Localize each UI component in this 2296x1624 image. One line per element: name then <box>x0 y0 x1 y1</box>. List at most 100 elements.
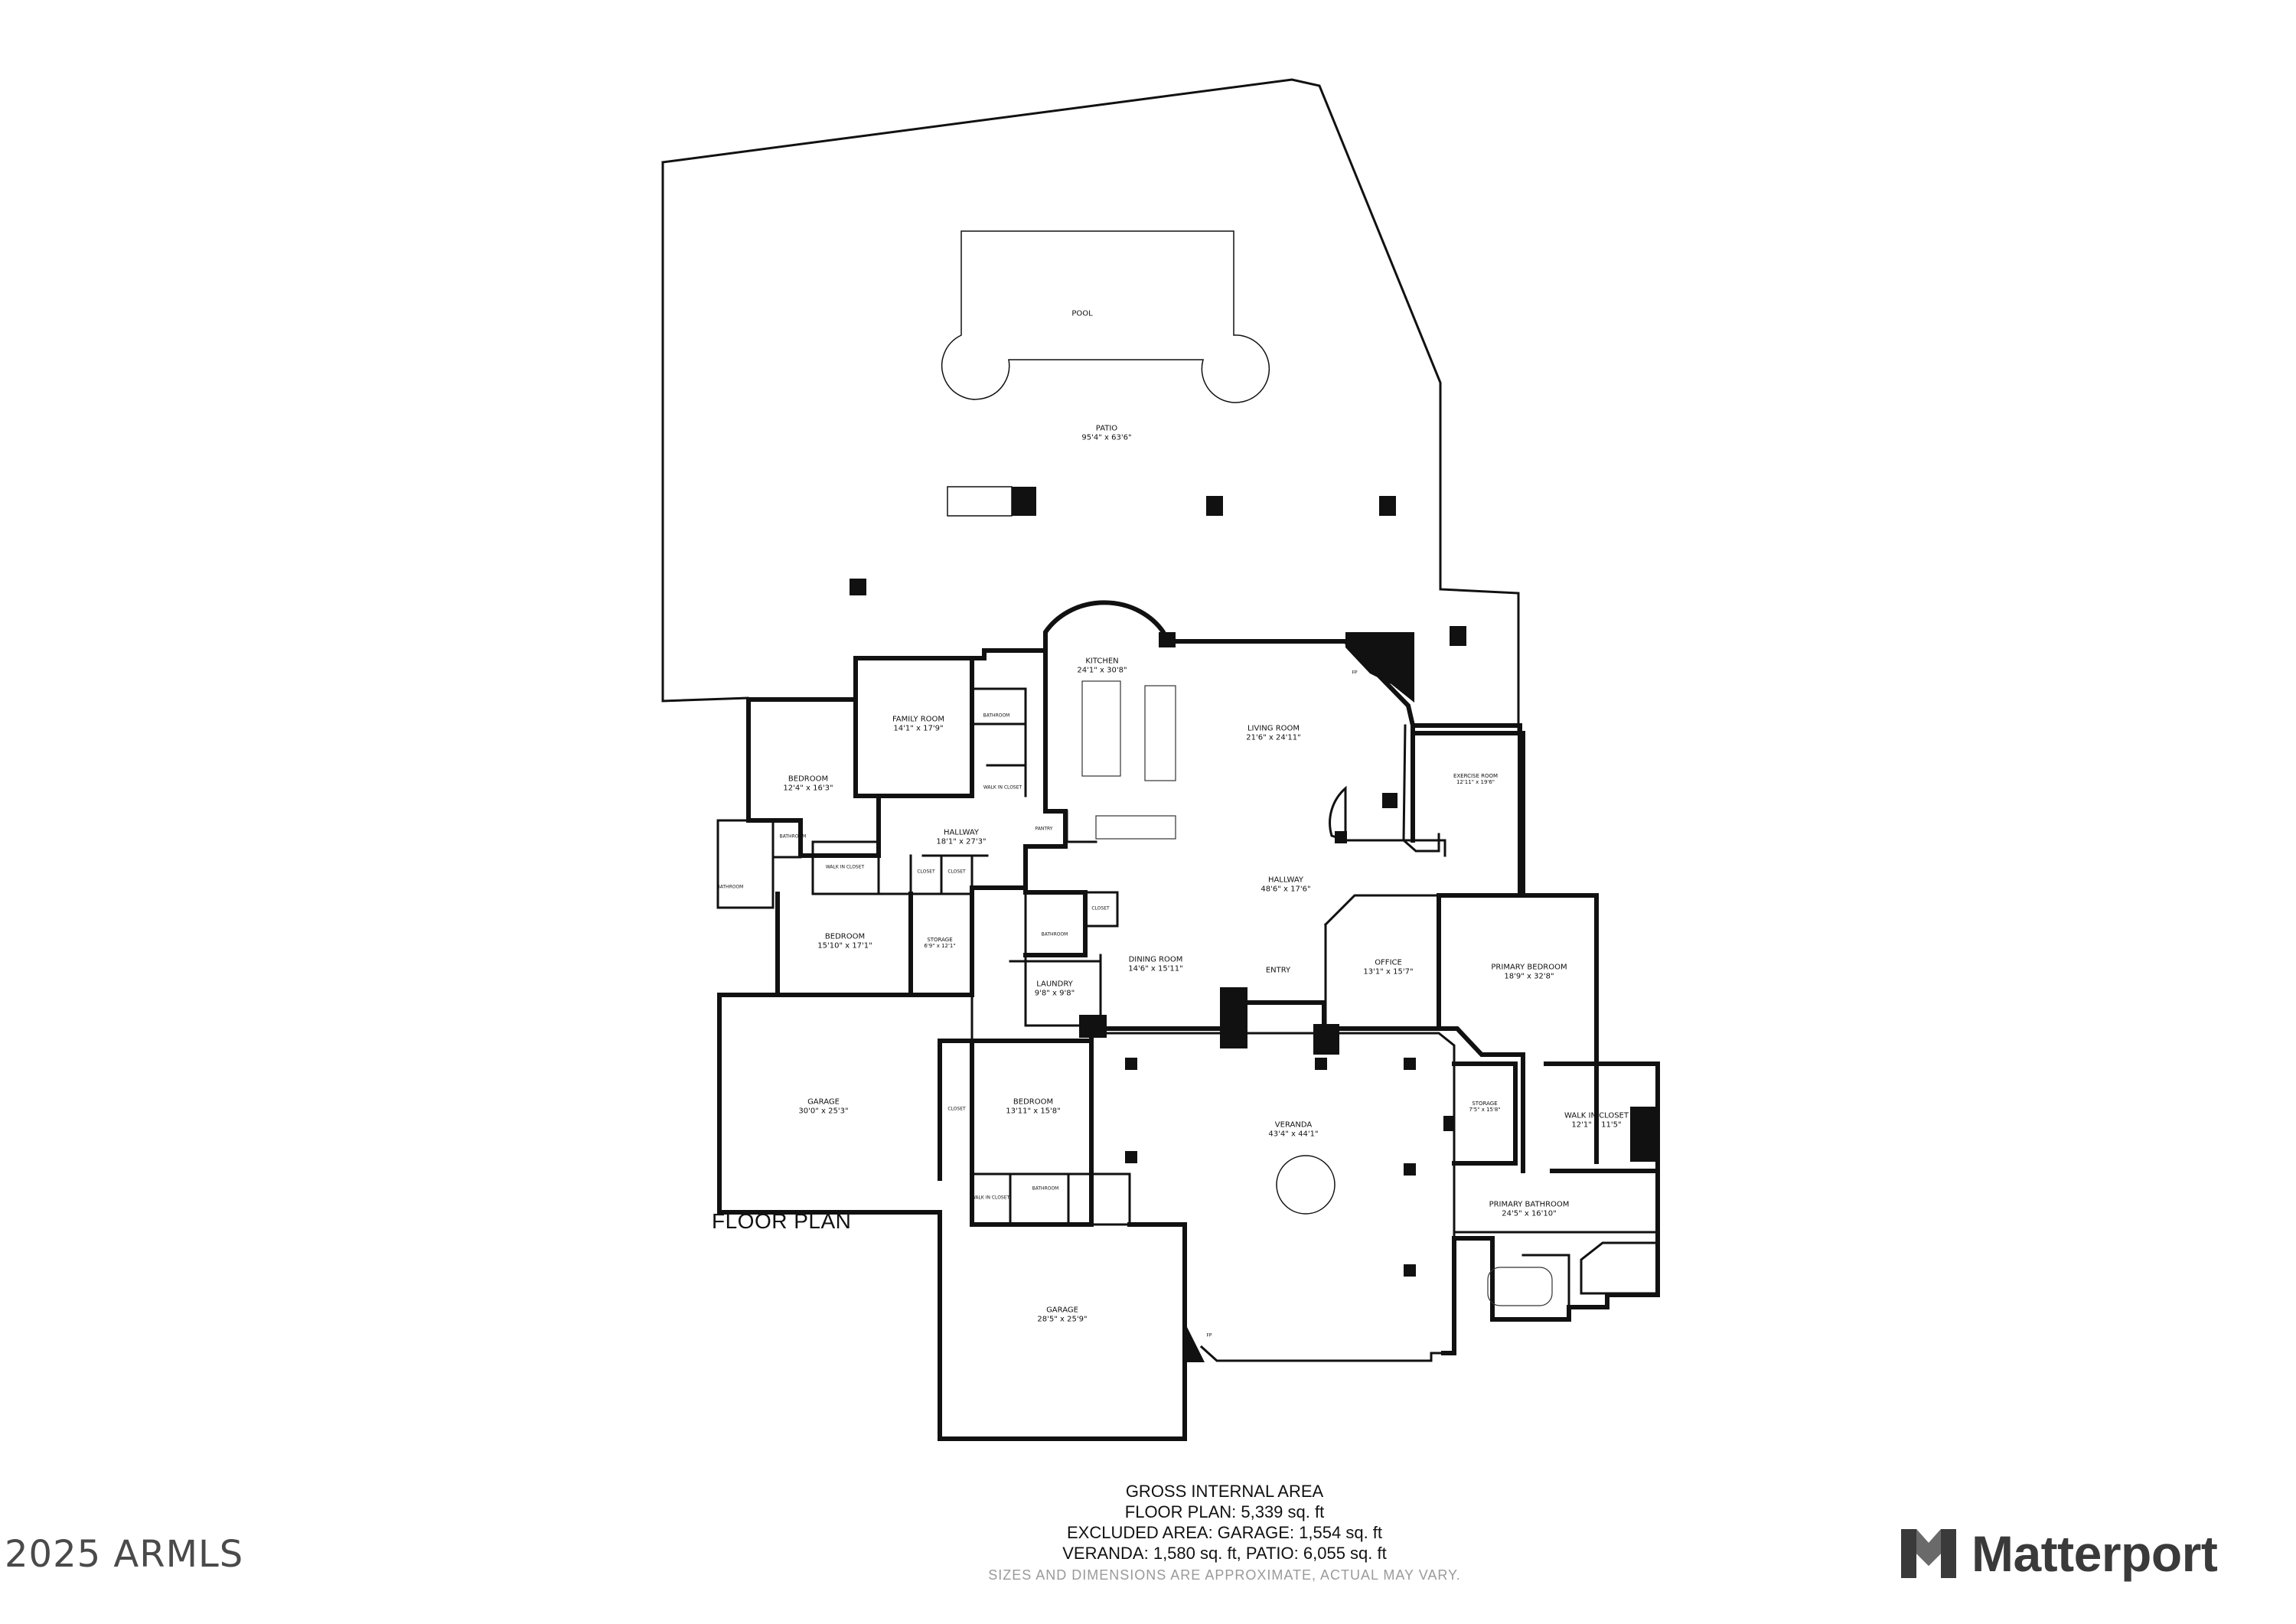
copyright-watermark: 2025 ARMLS <box>5 1533 244 1576</box>
patio-post <box>1206 496 1223 516</box>
small-label-bath-bed3: BATHROOM <box>1032 1185 1059 1192</box>
small-label-text: WALK IN CLOSET <box>970 1195 1010 1201</box>
small-label-closet-a: CLOSET <box>917 869 935 876</box>
small-label-text: BATHROOM <box>1041 931 1068 938</box>
kitchen-bay <box>1043 600 1166 660</box>
small-label-text: BATHROOM <box>779 833 807 840</box>
small-label-text: WALK IN CLOSET <box>983 784 1022 791</box>
room-name: EXERCISE ROOM <box>1453 772 1499 779</box>
room-name: PATIO <box>1095 424 1118 433</box>
room-dimensions: 14'1" x 17'9" <box>893 724 944 732</box>
gross-internal-area: GROSS INTERNAL AREA FLOOR PLAN: 5,339 sq… <box>765 1481 1684 1586</box>
small-label-text: FP <box>1206 1332 1212 1339</box>
matterport-wordmark: Matterport <box>1971 1525 2218 1582</box>
pool-outline <box>941 230 1270 403</box>
room-name: POOL <box>1071 309 1093 318</box>
matterport-brand: Matterport <box>1898 1523 2218 1584</box>
small-label-text: CLOSET <box>1091 905 1110 911</box>
room-dimensions: 12'11" x 19'6" <box>1456 779 1495 785</box>
room-dimensions: 43'4" x 44'1" <box>1268 1130 1319 1138</box>
room-dimensions: 24'5" x 16'10" <box>1502 1209 1557 1218</box>
small-label-text: FP <box>1352 670 1358 676</box>
kitchen-island-2 <box>1144 685 1176 781</box>
small-label-bath-bed1: BATHROOM <box>779 833 807 840</box>
patio-outline <box>661 78 1521 737</box>
room-name: STORAGE <box>1472 1100 1498 1107</box>
room-dimensions: 30'0" x 25'3" <box>798 1107 849 1115</box>
area-heading: GROSS INTERNAL AREA <box>1125 1482 1324 1501</box>
small-label-walkin-family: WALK IN CLOSET <box>983 784 1022 791</box>
room-name: PRIMARY BATHROOM <box>1489 1200 1570 1209</box>
room-name: WALK IN CLOSET <box>1564 1111 1629 1120</box>
room-name: BEDROOM <box>788 774 829 784</box>
small-label-text: BATHROOM <box>716 884 744 890</box>
room-name: DINING ROOM <box>1128 955 1183 964</box>
small-label-closet-bed3: CLOSET <box>947 1107 965 1113</box>
room-name: KITCHEN <box>1085 657 1119 666</box>
small-label-walkin-bed1: WALK IN CLOSET <box>825 864 865 871</box>
patio-post <box>1450 626 1466 646</box>
room-dimensions: 14'6" x 15'11" <box>1128 964 1183 973</box>
room-dimensions: 21'6" x 24'11" <box>1246 733 1301 742</box>
small-label-text: BATHROOM <box>1032 1185 1059 1192</box>
bathtub <box>1487 1267 1553 1306</box>
room-name: OFFICE <box>1375 958 1402 967</box>
area-floor-plan: FLOOR PLAN: 5,339 sq. ft <box>1124 1502 1325 1521</box>
small-label-closet-c: CLOSET <box>1091 905 1110 912</box>
room-name: STORAGE <box>927 936 953 943</box>
small-label-bath-bed2: BATHROOM <box>717 885 744 891</box>
room-dimensions: 12'4" x 16'3" <box>783 784 833 792</box>
room-label-entry: ENTRY <box>1266 966 1290 975</box>
small-label-fp-living: FP <box>1352 670 1358 677</box>
floor-plan-title: FLOOR PLAN <box>712 1209 852 1233</box>
room-dimensions: 28'5" x 25'9" <box>1037 1315 1088 1323</box>
small-label-text: WALK IN CLOSET <box>825 864 865 870</box>
small-label-fp-veranda: FP <box>1206 1332 1212 1339</box>
room-dimensions: 24'1" x 30'8" <box>1077 666 1127 674</box>
room-dimensions: 18'1" x 27'3" <box>936 837 987 846</box>
room-name: HALLWAY <box>1267 876 1304 885</box>
room-name: BEDROOM <box>824 932 866 941</box>
kitchen-counter <box>1095 815 1176 840</box>
small-label-text: CLOSET <box>917 869 935 875</box>
room-name: BEDROOM <box>1013 1097 1054 1107</box>
small-label-bath-laundry: BATHROOM <box>1041 931 1068 938</box>
room-name: HALLWAY <box>943 828 980 837</box>
veranda-round-table <box>1276 1155 1336 1215</box>
room-name: FAMILY ROOM <box>892 715 945 724</box>
room-dimensions: 6'9" x 12'1" <box>924 943 956 949</box>
patio-post <box>850 579 866 595</box>
small-label-bath-family: BATHROOM <box>983 713 1010 719</box>
curved-stair <box>1329 785 1347 842</box>
small-label-closet-b: CLOSET <box>947 869 965 876</box>
area-excluded: EXCLUDED AREA: GARAGE: 1,554 sq. ft <box>1066 1523 1383 1542</box>
small-label-walkin-bed3: WALK IN CLOSET <box>970 1195 1010 1202</box>
kitchen-island <box>1081 680 1121 777</box>
room-name: LAUNDRY <box>1036 980 1073 989</box>
patio-post <box>1379 496 1396 516</box>
room-name: GARAGE <box>807 1097 840 1107</box>
small-label-text: CLOSET <box>947 1106 966 1112</box>
room-dimensions: 13'1" x 15'7" <box>1363 967 1414 976</box>
room-dimensions: 9'8" x 9'8" <box>1034 989 1075 997</box>
room-dimensions: 12'1" x 11'5" <box>1571 1120 1622 1129</box>
